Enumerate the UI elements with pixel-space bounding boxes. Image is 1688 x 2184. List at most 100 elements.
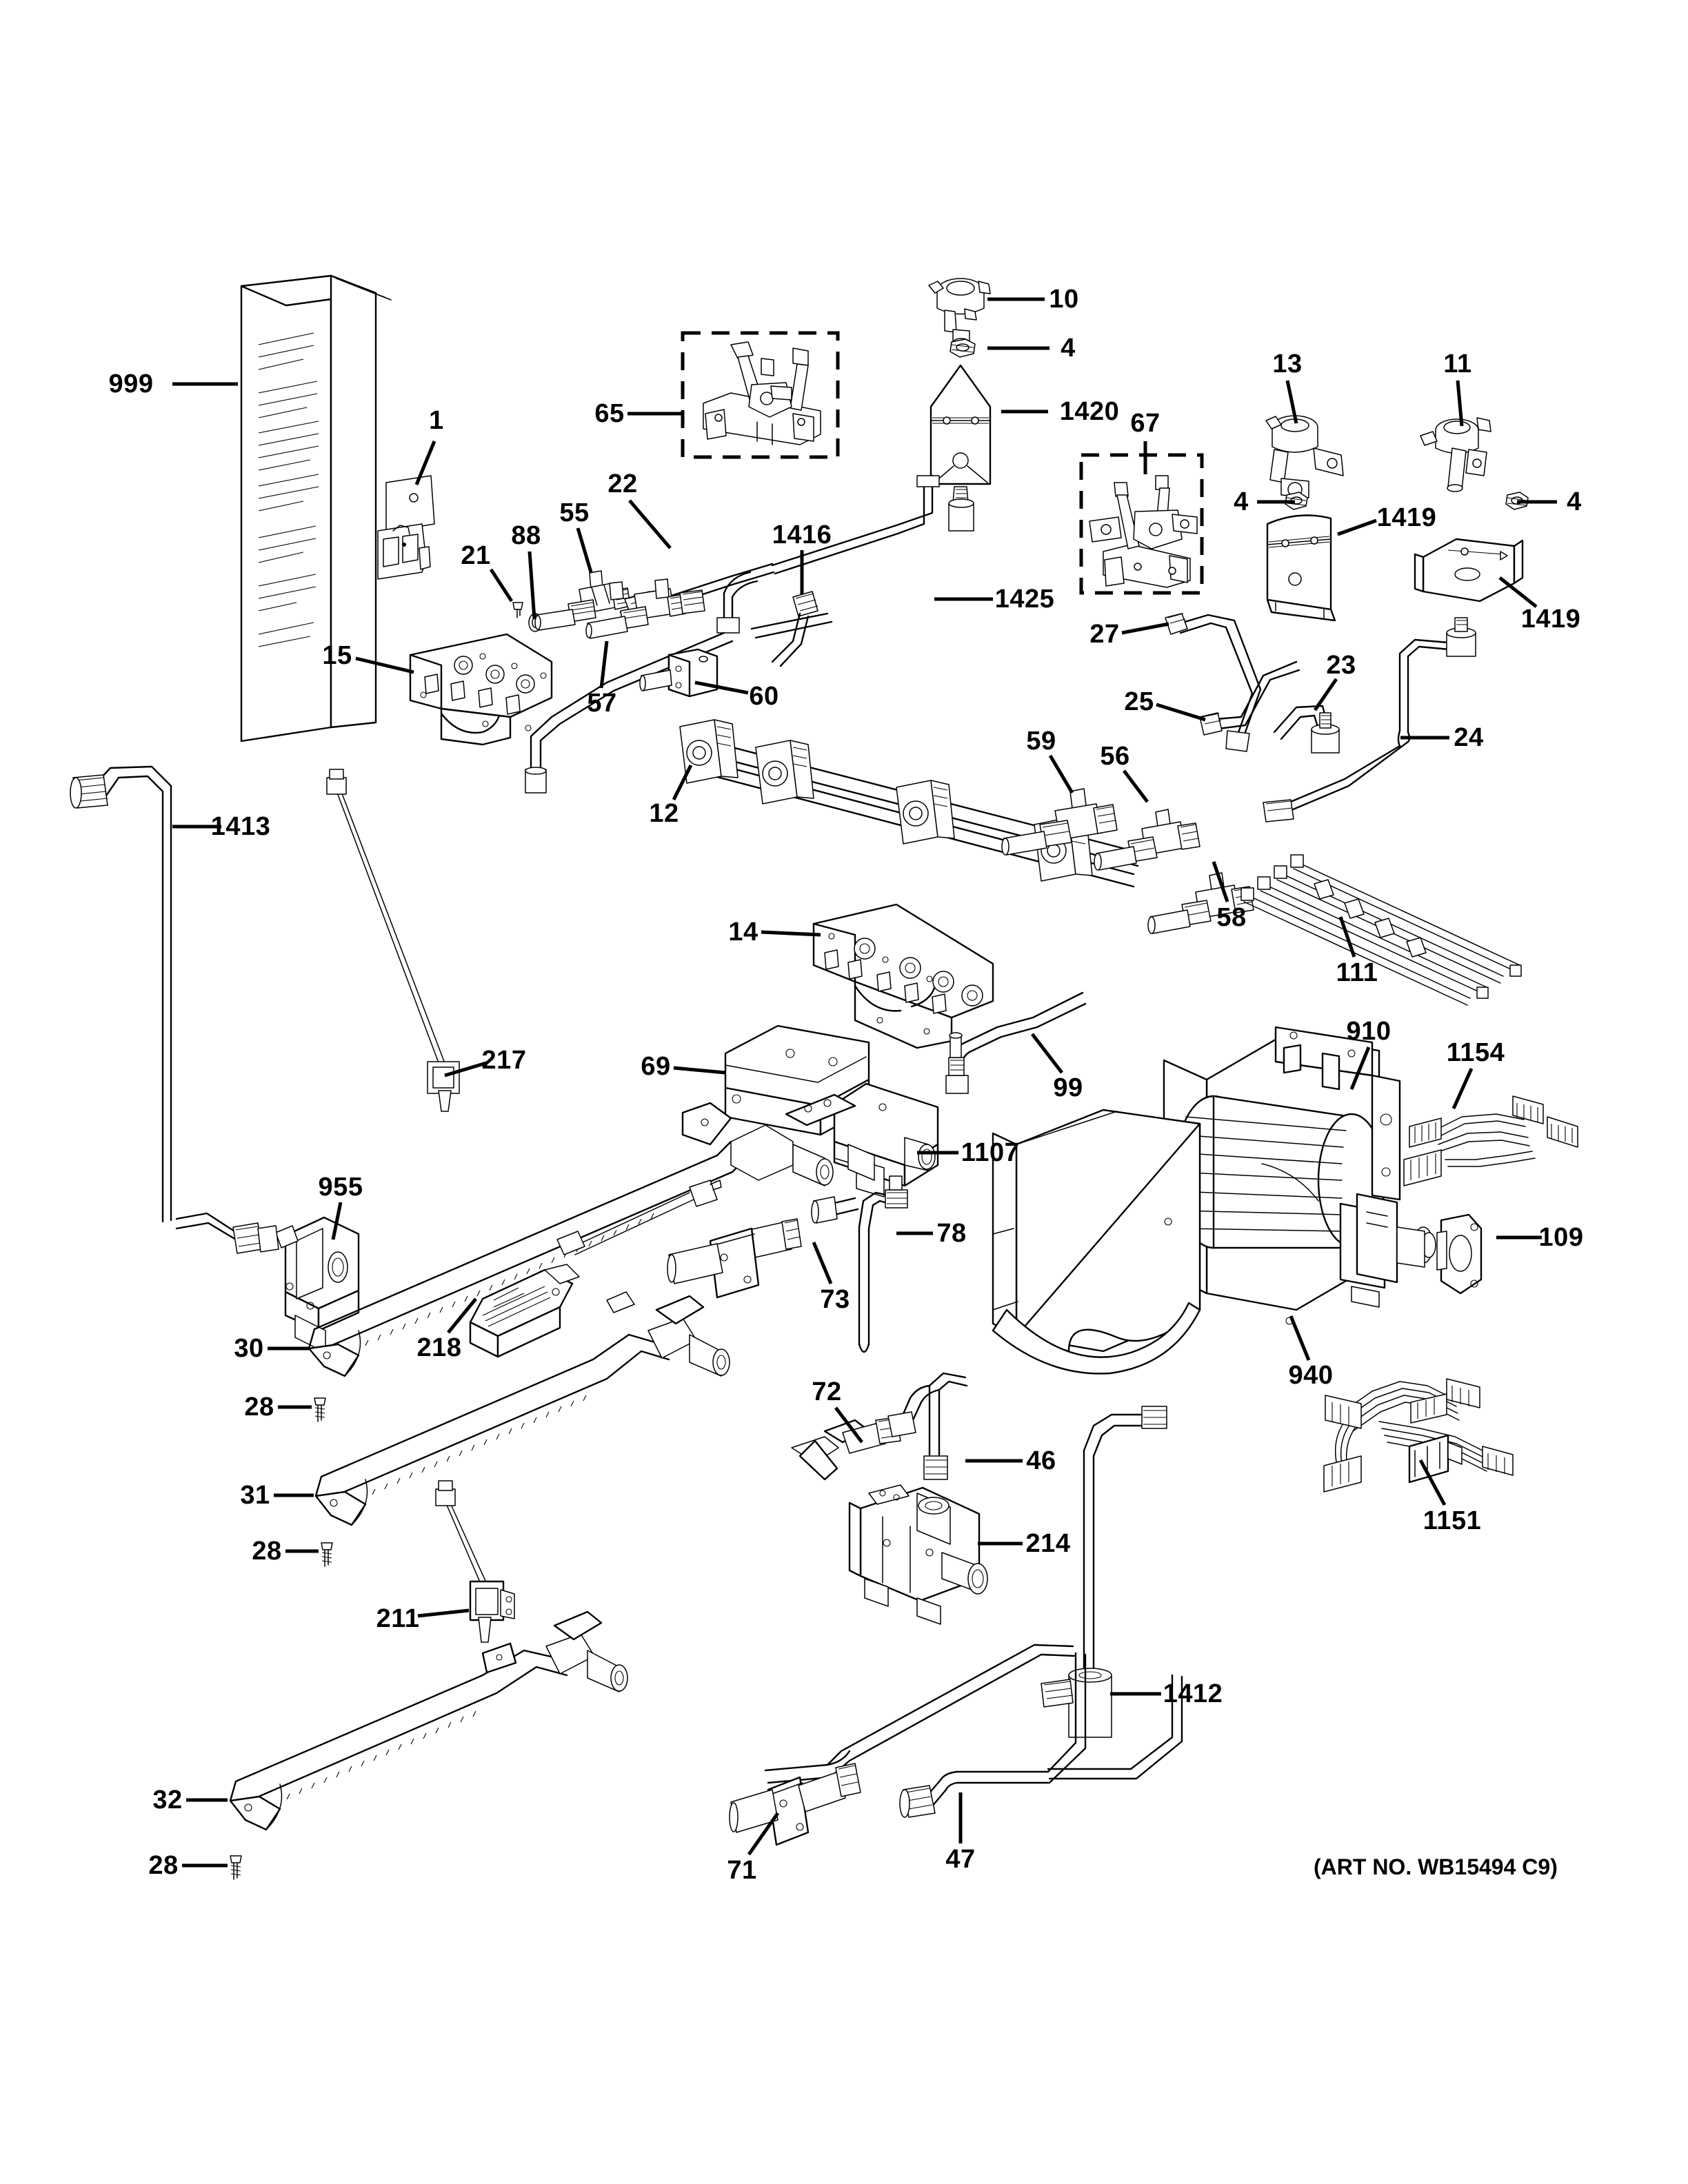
part-109-motor-mount [1436,1213,1483,1295]
part-57-valve [585,578,705,639]
callout-78[interactable]: 78 [936,1219,967,1248]
callout-58[interactable]: 58 [1216,903,1247,932]
leader-line-12 [672,764,693,801]
part-1419-bracket-b [1414,538,1524,603]
leader-line-72 [834,1406,863,1444]
part-1412-tube [1041,1406,1167,1738]
leader-line-21 [489,568,514,603]
leader-line-955 [331,1202,343,1240]
leader-line-25 [1156,702,1206,722]
part-13-burner-13 [1265,415,1344,498]
leader-line-23 [1313,678,1338,711]
callout-32[interactable]: 32 [152,1786,183,1814]
callout-10[interactable]: 10 [1049,285,1079,314]
part-14-bracket [812,903,994,1049]
callout-57[interactable]: 57 [587,689,617,718]
part-940-housing [992,1109,1294,1375]
callout-1[interactable]: 1 [429,406,444,435]
callout-25[interactable]: 25 [1124,687,1154,716]
callout-940[interactable]: 940 [1288,1361,1334,1390]
callout-13[interactable]: 13 [1272,350,1303,378]
callout-1413[interactable]: 1413 [210,812,271,841]
part-1416-fitting [771,591,818,667]
callout-23[interactable]: 23 [1326,651,1356,680]
part-24-tube [1263,617,1476,822]
callout-1154[interactable]: 1154 [1446,1038,1505,1067]
leader-line-1 [414,441,436,485]
callout-1425[interactable]: 1425 [994,585,1055,614]
callout-47[interactable]: 47 [945,1845,976,1874]
callout-30[interactable]: 30 [234,1334,264,1363]
igniter-wire-upper [556,1180,722,1255]
callout-88[interactable]: 88 [511,521,541,550]
callout-24[interactable]: 24 [1454,723,1484,752]
leader-line-27 [1121,622,1169,635]
callout-1412[interactable]: 1412 [1163,1679,1223,1708]
callout-55[interactable]: 55 [559,498,590,527]
callout-4b[interactable]: 4 [1234,487,1249,516]
part-69-bracket [724,1024,870,1136]
callout-71[interactable]: 71 [727,1856,757,1885]
part-28-screw-a [314,1397,326,1422]
callout-1107[interactable]: 1107 [961,1138,1020,1167]
callout-14[interactable]: 14 [728,918,758,947]
callout-15[interactable]: 15 [322,641,352,670]
callout-1419a[interactable]: 1419 [1376,503,1437,532]
callout-65[interactable]: 65 [594,399,625,428]
callout-999[interactable]: 999 [108,370,154,398]
leader-line-60 [694,680,749,695]
callout-4c[interactable]: 4 [1567,487,1582,516]
burner-box-3 [896,780,955,845]
callout-31[interactable]: 31 [240,1481,270,1510]
callout-22[interactable]: 22 [607,469,638,498]
callout-28a[interactable]: 28 [244,1393,274,1422]
callout-67[interactable]: 67 [1130,409,1160,438]
callout-1151[interactable]: 1151 [1423,1506,1482,1535]
callout-56[interactable]: 56 [1100,742,1130,771]
part-71-orifice [729,1763,861,1846]
callout-109[interactable]: 109 [1538,1223,1584,1252]
leader-line-73 [812,1242,833,1284]
part-955-valve-module [175,1212,360,1353]
callout-72[interactable]: 72 [812,1377,842,1406]
callout-73[interactable]: 73 [820,1285,850,1314]
callout-11[interactable]: 11 [1443,350,1472,378]
burner-box-2 [755,740,814,805]
callout-28b[interactable]: 28 [252,1537,282,1566]
callout-1416[interactable]: 1416 [772,520,832,549]
callout-4a[interactable]: 4 [1061,334,1076,363]
leader-line-22 [628,499,672,549]
part-56-valve [1094,809,1200,871]
callout-69[interactable]: 69 [641,1052,671,1081]
part-31-burner [314,1291,730,1526]
callout-28c[interactable]: 28 [148,1851,179,1880]
leader-line-111 [1338,916,1356,958]
callout-46[interactable]: 46 [1026,1446,1056,1475]
callout-60[interactable]: 60 [749,682,779,711]
callout-955[interactable]: 955 [318,1173,363,1202]
callout-99[interactable]: 99 [1053,1073,1083,1102]
part-78-tube [811,1175,908,1353]
callout-111[interactable]: 111 [1336,958,1378,987]
callout-21[interactable]: 21 [461,541,491,570]
callout-910[interactable]: 910 [1346,1017,1391,1046]
leader-line-11 [1456,380,1464,427]
part-1420-shield [930,364,992,532]
leader-line-910 [1349,1046,1371,1090]
callout-59[interactable]: 59 [1026,727,1056,756]
leader-line-211 [417,1608,470,1618]
callout-217[interactable]: 217 [481,1046,527,1075]
part-28-screw-b [321,1542,333,1567]
callout-211[interactable]: 211 [376,1604,420,1633]
leader-line-218 [447,1297,477,1334]
callout-218[interactable]: 218 [416,1333,462,1362]
callout-27[interactable]: 27 [1089,620,1120,649]
callout-1419b[interactable]: 1419 [1520,605,1581,634]
part-211-electrode [435,1480,515,1643]
callout-214[interactable]: 214 [1025,1529,1071,1558]
callout-1420[interactable]: 1420 [1059,397,1120,426]
part-99-manifold-tube [945,991,1087,1094]
callout-12[interactable]: 12 [649,799,679,828]
part-1-switch-bracket [377,475,435,580]
